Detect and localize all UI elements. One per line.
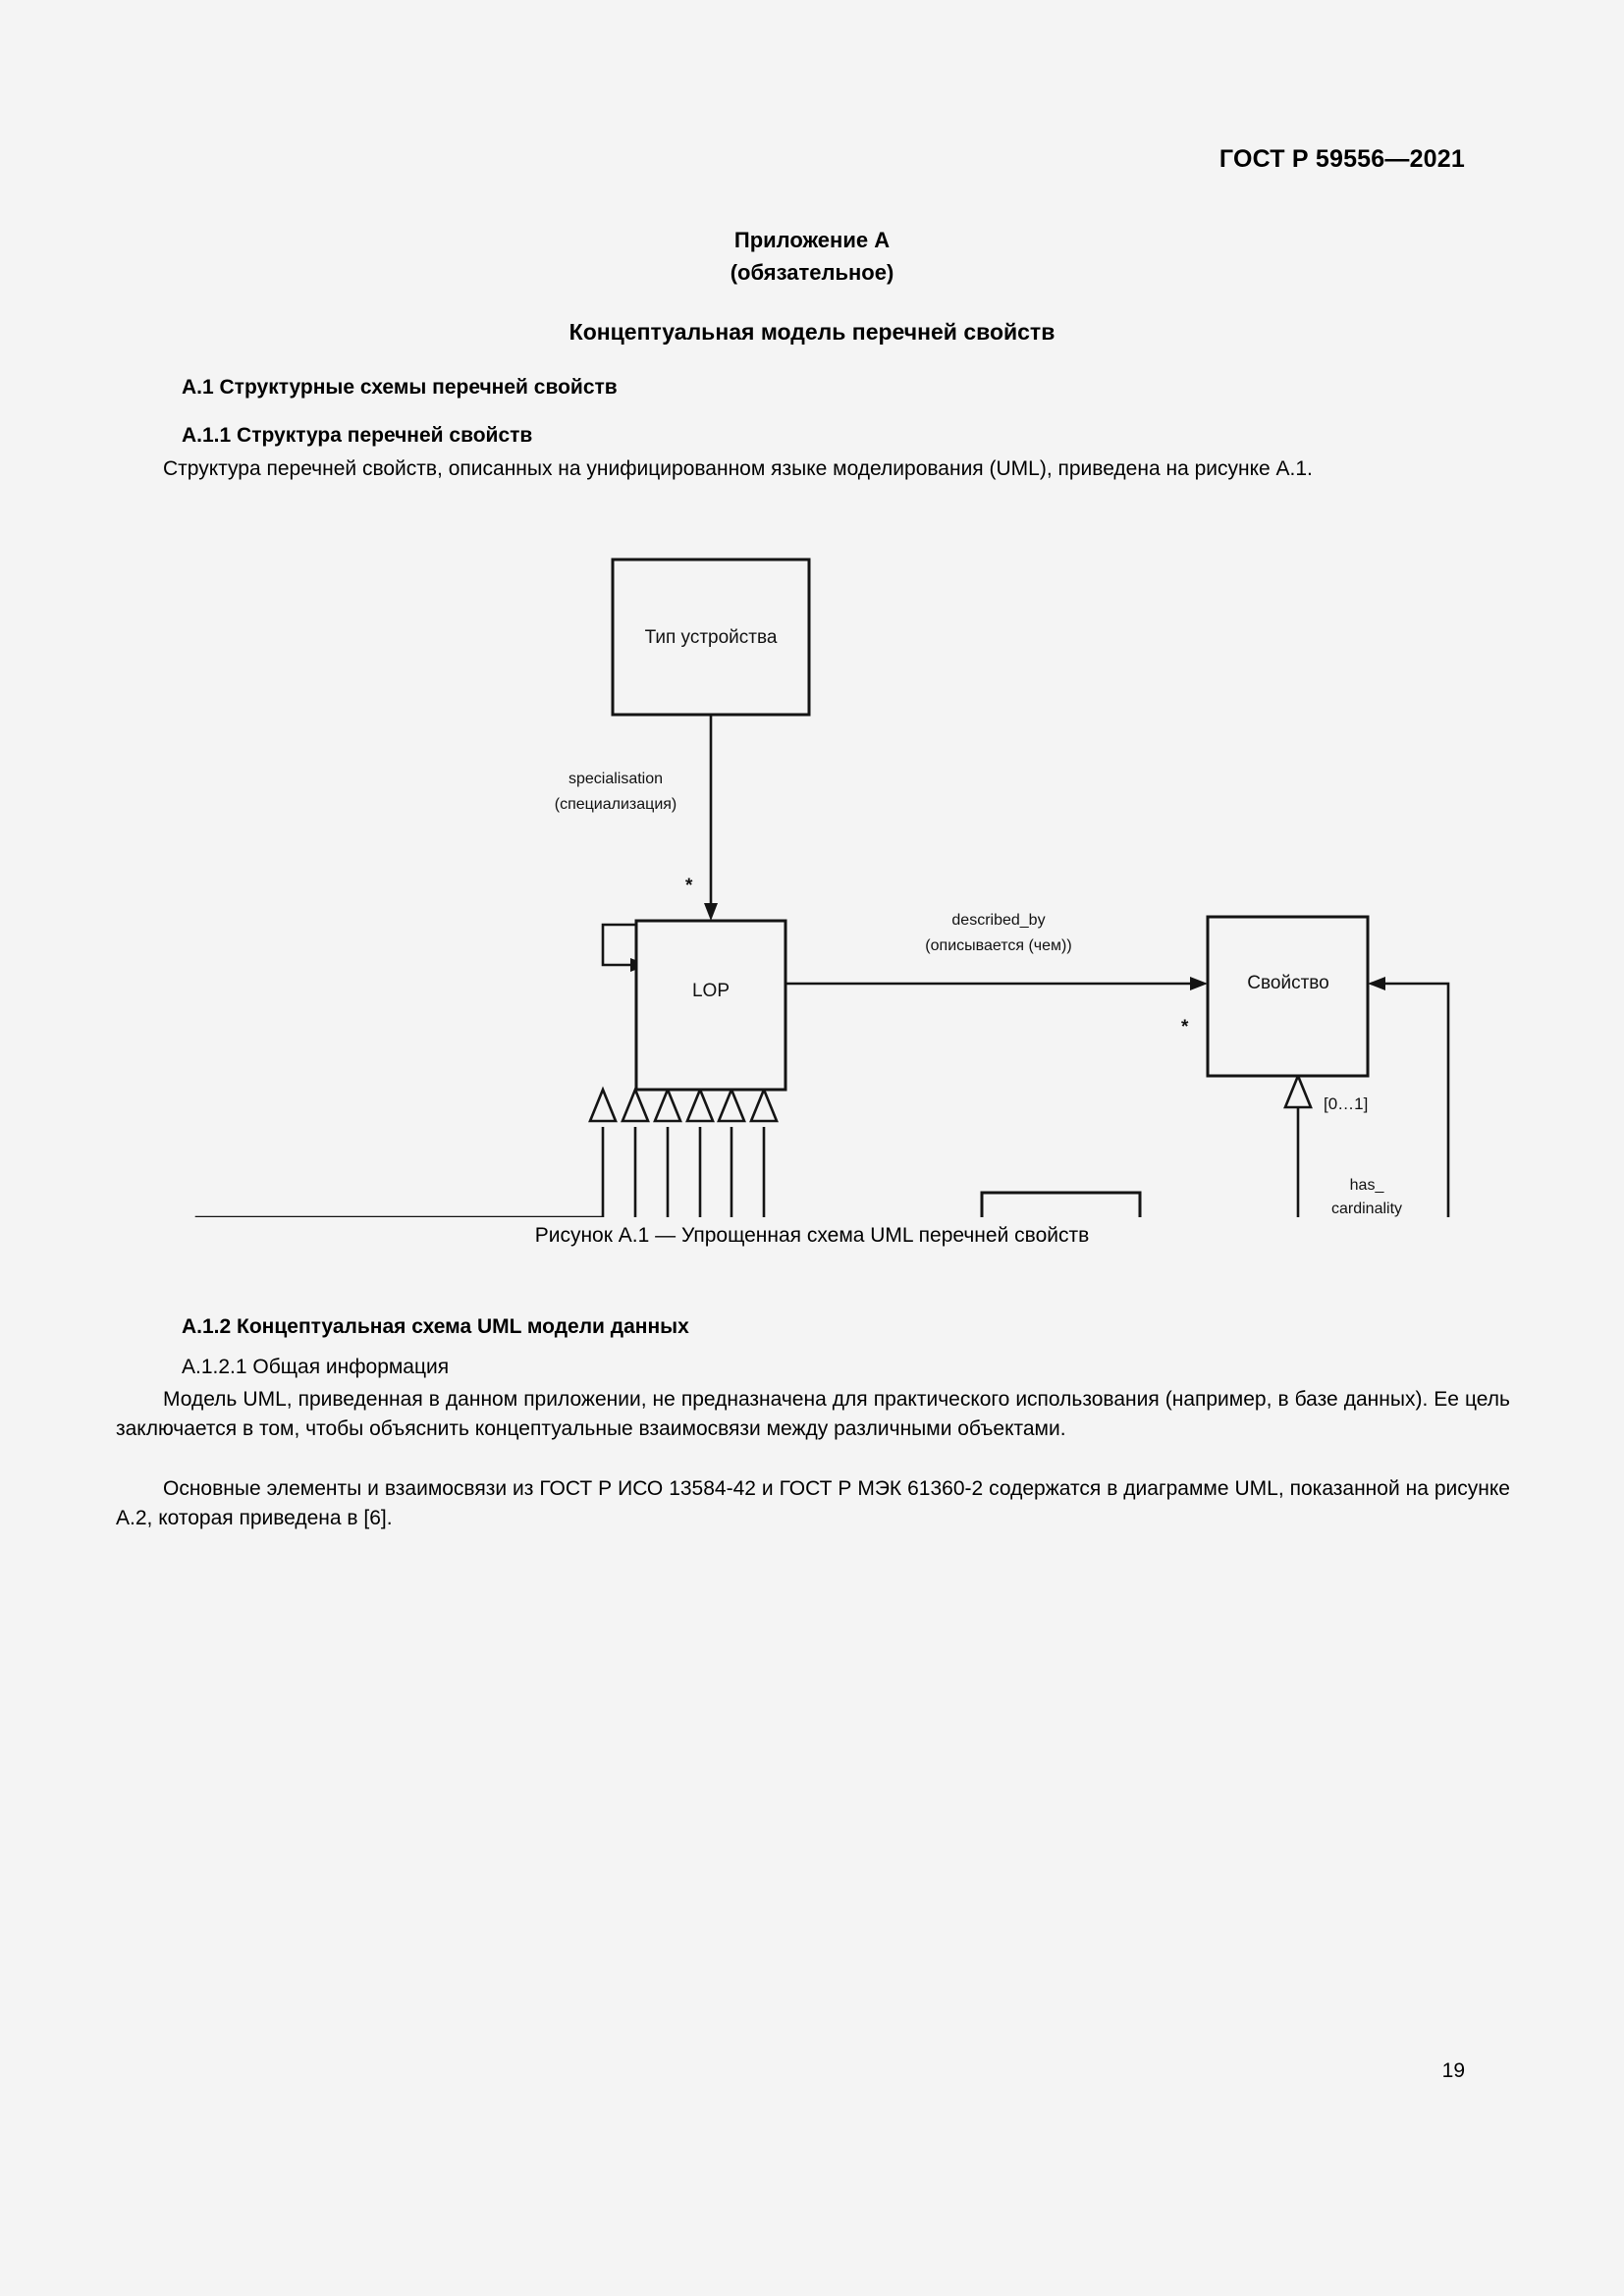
multiplicity-property-cardinality: [0…1] <box>1324 1095 1368 1113</box>
figure-caption: Рисунок А.1 — Упрощенная схема UML переч… <box>534 1224 1090 1247</box>
document-header-standard-number: ГОСТ Р 59556—2021 <box>1218 145 1465 173</box>
inheritance-head-block <box>749 1086 779 1123</box>
edge-clop-to-lop <box>666 1127 670 1217</box>
section-heading-a11: А.1.1 Структура перечней свойств <box>182 424 533 447</box>
inheritance-head-olop <box>685 1086 715 1123</box>
page-title: Концептуальная модель перечней свойств <box>568 319 1056 345</box>
page-number: 19 <box>1441 2059 1465 2082</box>
appendix-label: Приложение А <box>733 228 891 252</box>
multiplicity-lop-to-property: * <box>1181 1017 1189 1038</box>
appendix-heading: Приложение А (обязательное) <box>0 224 1624 289</box>
edge-label-described-by-ru: (описывается (чем)) <box>925 937 1071 954</box>
paragraph-a121-2-text: Основные элементы и взаимосвязи из ГОСТ … <box>116 1477 1510 1529</box>
paragraph-a11: Структура перечней свойств, описанных на… <box>116 454 1510 484</box>
paragraph-a121-1: Модель UML, приведенная в данном приложе… <box>116 1385 1510 1444</box>
edge-label-specialisation-en: specialisation <box>568 771 663 787</box>
node-property[interactable]: Свойство <box>1206 915 1370 1078</box>
inheritance-head-other-lop <box>588 1086 618 1123</box>
node-device-type[interactable]: Тип устройства <box>611 558 811 717</box>
edge-label-specialisation-ru: (специализация) <box>555 796 677 813</box>
arrowhead-device-type-to-lop <box>704 903 718 921</box>
node-device-type-label: Тип устройства <box>645 627 778 648</box>
inheritance-head-has-cardinality <box>1283 1072 1313 1109</box>
appendix-status: (обязательное) <box>730 260 894 285</box>
edge-alop-to-lop <box>633 1127 637 1217</box>
arrowhead-lop-to-property <box>1190 977 1208 990</box>
node-property-label: Свойство <box>1247 973 1328 993</box>
node-lop[interactable]: LOP <box>634 919 787 1092</box>
section-heading-a121: А.1.2.1 Общая информация <box>182 1356 450 1378</box>
inheritance-head-clop <box>653 1086 682 1123</box>
edge-label-described-by-en: described_by <box>951 912 1045 929</box>
edge-block-to-lop <box>762 1127 766 1217</box>
section-heading-a1: А.1 Структурные схемы перечней свойств <box>182 376 618 399</box>
arrowhead-ref-property-to-property <box>1368 977 1385 990</box>
edge-ref-property-to-property <box>1380 982 1450 1217</box>
edge-specialisation-loop <box>601 923 639 967</box>
figure-a1-uml-diagram: Тип устройства LOP Свойство Блок Прочие … <box>98 530 1522 1217</box>
paragraph-a11-text: Структура перечней свойств, описанных на… <box>163 457 1313 480</box>
multiplicity-device-type-to-lop: * <box>685 876 693 896</box>
node-block[interactable]: Блок <box>980 1191 1142 1217</box>
section-heading-a12: А.1.2 Концептуальная схема UML модели да… <box>182 1315 689 1338</box>
inheritance-head-alop <box>621 1086 650 1123</box>
paragraph-a121-2: Основные элементы и взаимосвязи из ГОСТ … <box>116 1474 1510 1533</box>
node-lop-label: LOP <box>692 981 730 1001</box>
inheritance-head-dlop <box>717 1086 746 1123</box>
edge-label-has-cardinality-2: cardinality <box>1331 1201 1402 1217</box>
edge-label-has-cardinality-1: has_ <box>1350 1177 1385 1194</box>
edge-other-lop-to-lop <box>194 1127 605 1217</box>
paragraph-a121-1-text: Модель UML, приведенная в данном приложе… <box>116 1388 1510 1440</box>
